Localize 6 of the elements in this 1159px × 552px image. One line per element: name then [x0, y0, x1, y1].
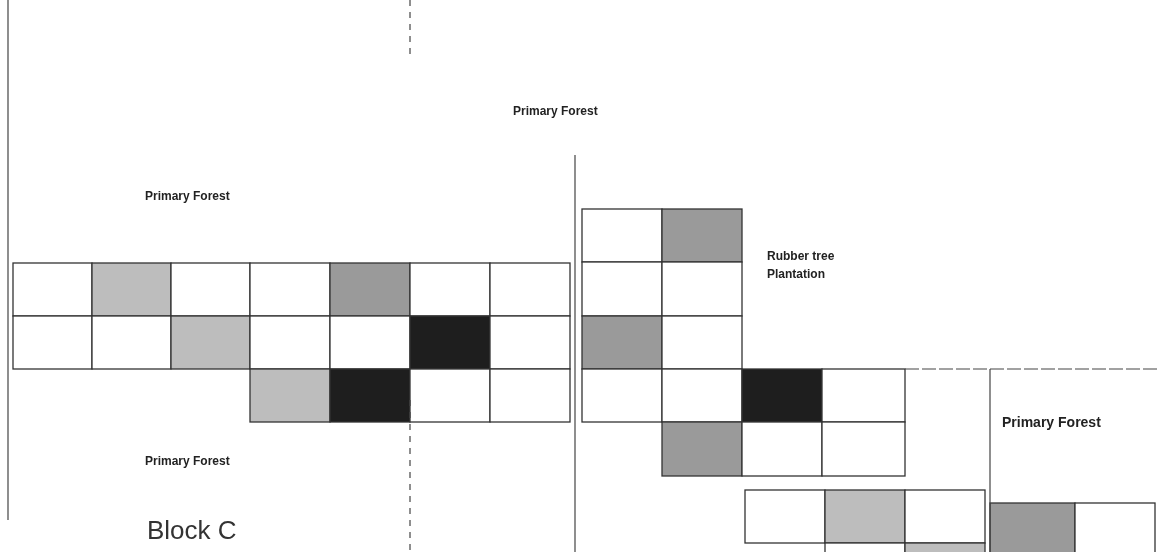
area-label: Primary Forest [513, 103, 599, 120]
area-label: Primary Forest [145, 453, 231, 470]
area-label: Primary Forest [1002, 413, 1102, 431]
area-label: Rubber tree Plantation [767, 248, 836, 283]
area-label: Primary Forest [145, 188, 231, 205]
block-caption: Block C [147, 515, 237, 546]
